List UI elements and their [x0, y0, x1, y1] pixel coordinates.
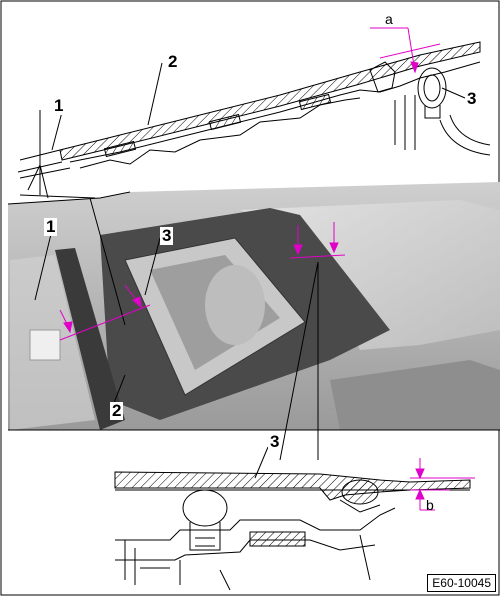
mirror [29, 329, 61, 361]
section-arrow-left [63, 321, 73, 334]
callout-mid-3: 3 [160, 226, 174, 245]
projection-line-bot-l [279, 261, 319, 461]
figure-id-label: E60-10045 [427, 574, 496, 592]
callout-top-3: 3 [465, 89, 479, 108]
seal-bulb-left [182, 489, 228, 527]
leader-top-2 [147, 62, 163, 126]
projection-line-top-r [89, 197, 126, 326]
foam-strip [249, 531, 306, 547]
top-section-detail [17, 41, 491, 199]
foam-block-2 [208, 113, 242, 131]
callout-top-1: 1 [52, 96, 66, 115]
callout-mid-1: 1 [44, 217, 58, 236]
dim-a-arrow [410, 61, 419, 74]
foam-block-1 [103, 140, 137, 158]
frame-rail-upper [115, 507, 396, 541]
bracket-lines [124, 540, 181, 585]
leader-mid-1 [34, 229, 53, 301]
section-arrow-mid [132, 296, 142, 309]
seal-profile [417, 67, 447, 109]
dimension-letter-a: a [385, 11, 393, 27]
callout-mid-2: 2 [110, 401, 124, 420]
rail-lines [394, 95, 416, 150]
clip-profile [369, 61, 396, 93]
lower-frame-curve [439, 114, 491, 156]
car-photo-panel [7, 182, 500, 461]
seal-right-tail [339, 499, 381, 513]
section-line-left [59, 304, 151, 341]
section-arrow-r2 [329, 242, 339, 254]
section-arrow-r1 [293, 244, 303, 256]
leader-mid-3 [144, 237, 161, 296]
leader-top-1 [51, 111, 63, 151]
leader-bot-3 [254, 446, 269, 479]
foam-block-3 [298, 93, 332, 111]
side-window [330, 360, 500, 430]
dim-b-arrow-bot [415, 488, 425, 500]
inner-frame-line [79, 97, 361, 169]
dimension-b [410, 458, 475, 511]
panel-top-left-edge [7, 191, 131, 205]
dim-a-ref [379, 43, 441, 59]
lower-edges [219, 534, 371, 591]
dim-b-arrow-top [415, 468, 425, 480]
callout-top-2: 2 [166, 52, 180, 71]
callout-bot-3: 3 [268, 432, 282, 451]
windscreen-frame [27, 110, 49, 199]
seal-inner [423, 74, 441, 102]
leader-top-3 [441, 87, 466, 99]
seal-stem [189, 522, 221, 551]
section-line-right [289, 254, 346, 259]
bottom-section-detail [100, 446, 495, 591]
seat-shape [205, 265, 265, 345]
roof-skin-section [59, 41, 481, 161]
projection-line-top-l [19, 194, 96, 199]
dimension-letter-b: b [426, 497, 434, 513]
dimension-a [370, 27, 441, 74]
seal-bulb-right [341, 479, 379, 505]
seal-foot [424, 105, 441, 119]
section-marks [59, 222, 346, 341]
frame-rail-lower [115, 539, 376, 561]
a-pillar [55, 248, 125, 430]
